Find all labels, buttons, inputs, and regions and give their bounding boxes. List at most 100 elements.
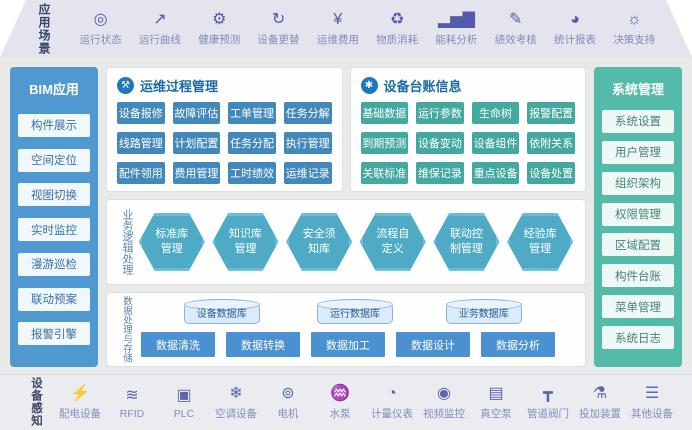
ledger-button-expiry-forecast[interactable]: 到期预测 bbox=[360, 132, 409, 155]
scenario-item-label: 运维费用 bbox=[316, 34, 359, 46]
ops-button-line-management[interactable]: 线路管理 bbox=[117, 132, 165, 155]
device-sensing-bar: 设备感知 ⚡ 配电设备 ≋ RFID ▣ PLC ❄ 空调设备 ⊚ 电机 bbox=[0, 374, 692, 430]
system-button-user-management[interactable]: 用户管理 bbox=[602, 140, 674, 164]
ledger-button-run-parameters[interactable]: 运行参数 bbox=[416, 102, 464, 125]
scenario-bar-title: 应用场景 bbox=[37, 2, 51, 55]
power-distribution-icon: ⚡ bbox=[70, 385, 90, 402]
motor-icon: ⊚ bbox=[281, 385, 295, 402]
device-item-rfid[interactable]: ≋ RFID bbox=[110, 386, 154, 420]
recycle-icon: ♻ bbox=[389, 11, 405, 28]
scenario-item-run-status[interactable]: ◎ 运行状态 bbox=[79, 10, 123, 47]
ledger-button-life-tree[interactable]: 生命树 bbox=[471, 102, 520, 125]
system-button-menu-management[interactable]: 菜单管理 bbox=[602, 295, 674, 319]
ops-button-fault-assessment[interactable]: 故障评估 bbox=[172, 102, 221, 125]
snowflake-icon: ❄ bbox=[229, 385, 243, 402]
middle-column: ⚒ 运维过程管理 设备报修 故障评估 工单管理 任务分解 线路管理 计划配置 任… bbox=[106, 67, 586, 367]
hexagon-safety-notice-library[interactable]: 安全须知库 bbox=[286, 212, 353, 271]
device-item-air-conditioning[interactable]: ❄ 空调设备 bbox=[214, 384, 258, 421]
ops-button-om-records[interactable]: 运维记录 bbox=[283, 162, 332, 185]
device-item-video-surveillance[interactable]: ◉ 视频监控 bbox=[422, 384, 466, 421]
bim-button-spatial-positioning[interactable]: 空间定位 bbox=[18, 148, 90, 172]
device-item-water-pump[interactable]: ♒ 水泵 bbox=[318, 384, 362, 421]
data-button-analysis[interactable]: 数据分析 bbox=[481, 332, 555, 357]
scenario-item-run-curve[interactable]: ↗ 运行曲线 bbox=[138, 10, 182, 47]
bim-button-view-switch[interactable]: 视图切换 bbox=[18, 183, 90, 207]
hexagon-standard-library[interactable]: 标准库管理 bbox=[138, 212, 205, 271]
ledger-button-equipment-change[interactable]: 设备变动 bbox=[416, 132, 464, 155]
application-scenario-bar: 应用场景 ◎ 运行状态 ↗ 运行曲线 ⚙ 健康预测 ↻ 设备更替 ¥ 运维费用 bbox=[0, 0, 692, 57]
ops-button-plan-config[interactable]: 计划配置 bbox=[172, 132, 221, 155]
data-button-design[interactable]: 数据设计 bbox=[396, 332, 470, 357]
system-button-component-ledger[interactable]: 构件台账 bbox=[602, 264, 674, 288]
hexagon-experience-library[interactable]: 经验库管理 bbox=[507, 212, 574, 271]
scenario-item-om-cost[interactable]: ¥ 运维费用 bbox=[316, 10, 360, 47]
scenario-item-health-forecast[interactable]: ⚙ 健康预测 bbox=[197, 10, 241, 47]
device-item-label: 投加装置 bbox=[579, 408, 621, 420]
scenario-item-label: 设备更替 bbox=[257, 34, 300, 46]
system-button-settings[interactable]: 系统设置 bbox=[602, 109, 674, 133]
ledger-button-key-equipment[interactable]: 重点设备 bbox=[471, 162, 520, 185]
ledger-button-maintenance-records[interactable]: 维保记录 bbox=[416, 162, 464, 185]
ops-button-parts-requisition[interactable]: 配件领用 bbox=[117, 162, 165, 185]
hexagon-knowledge-library[interactable]: 知识库管理 bbox=[212, 212, 279, 271]
device-item-label: 视频监控 bbox=[423, 408, 465, 420]
system-panel-buttons: 系统设置 用户管理 组织架构 权限管理 区域配置 构件台账 菜单管理 系统日志 bbox=[594, 102, 682, 357]
lightbulb-icon: ☼ bbox=[626, 11, 642, 28]
hexagon-linkage-control[interactable]: 联动控制管理 bbox=[433, 212, 500, 271]
data-button-conversion[interactable]: 数据转换 bbox=[226, 332, 300, 357]
device-item-vacuum-pump[interactable]: ▤ 真空泵 bbox=[474, 384, 518, 421]
system-button-region-config[interactable]: 区域配置 bbox=[602, 233, 674, 257]
ledger-button-alarm-config[interactable]: 报警配置 bbox=[527, 102, 575, 125]
system-button-permissions[interactable]: 权限管理 bbox=[602, 202, 674, 226]
ops-button-work-order[interactable]: 工单管理 bbox=[228, 102, 276, 125]
hexagon-process-customization[interactable]: 流程自定义 bbox=[359, 212, 426, 271]
ops-button-labor-performance[interactable]: 工时绩效 bbox=[228, 162, 276, 185]
system-button-org-structure[interactable]: 组织架构 bbox=[602, 171, 674, 195]
ops-button-task-decompose[interactable]: 任务分解 bbox=[283, 102, 332, 125]
data-buttons-row: 数据清洗 数据转换 数据加工 数据设计 数据分析 bbox=[141, 332, 555, 357]
scenario-item-performance-appraisal[interactable]: ✎ 绩效考核 bbox=[494, 10, 538, 47]
bim-panel-buttons: 构件展示 空间定位 视图切换 实时监控 漫游巡检 联动预案 报警引擎 bbox=[10, 102, 98, 357]
bim-button-component-display[interactable]: 构件展示 bbox=[18, 113, 90, 137]
scenario-item-energy-analysis[interactable]: ▂▅▇ 能耗分析 bbox=[434, 10, 478, 47]
scenario-item-material-consumption[interactable]: ♻ 物质消耗 bbox=[375, 10, 419, 47]
refresh-icon: ↻ bbox=[271, 11, 286, 28]
hexagon-modules: 标准库管理 知识库管理 安全须知库 流程自定义 联动控制管理 bbox=[135, 212, 577, 271]
ledger-button-equipment-disposal[interactable]: 设备处置 bbox=[527, 162, 575, 185]
device-item-label: 水泵 bbox=[329, 408, 351, 420]
ops-button-equipment-repair[interactable]: 设备报修 bbox=[117, 102, 165, 125]
bim-button-linkage-plan[interactable]: 联动预案 bbox=[18, 287, 90, 311]
gear-badge-icon: ✱ bbox=[360, 77, 378, 94]
ops-button-cost-management[interactable]: 费用管理 bbox=[172, 162, 221, 185]
run-status-icon: ◎ bbox=[93, 11, 108, 28]
scenario-item-statistical-report[interactable]: ◕ 统计报表 bbox=[553, 10, 597, 47]
data-button-processing[interactable]: 数据加工 bbox=[311, 332, 385, 357]
ledger-button-related-standards[interactable]: 关联标准 bbox=[360, 162, 409, 185]
device-item-other-devices[interactable]: ☰ 其他设备 bbox=[630, 384, 674, 421]
device-item-metering[interactable]: ◔ 计量仪表 bbox=[370, 384, 414, 421]
bim-button-realtime-monitor[interactable]: 实时监控 bbox=[18, 218, 90, 241]
device-item-plc[interactable]: ▣ PLC bbox=[162, 386, 206, 420]
device-item-pipe-valve[interactable]: ┳ 管道阀门 bbox=[526, 384, 570, 421]
ops-button-execution[interactable]: 执行管理 bbox=[283, 132, 332, 155]
ledger-panel-title: 设备台账信息 bbox=[383, 79, 462, 94]
scenario-item-equipment-replacement[interactable]: ↻ 设备更替 bbox=[257, 10, 301, 47]
device-item-power-distribution[interactable]: ⚡ 配电设备 bbox=[58, 384, 102, 421]
device-item-motor[interactable]: ⊚ 电机 bbox=[266, 384, 310, 421]
device-item-dosing-device[interactable]: ⚗ 投加装置 bbox=[578, 384, 622, 421]
scenario-item-decision-support[interactable]: ☼ 决策支持 bbox=[612, 10, 656, 47]
ops-button-task-assign[interactable]: 任务分配 bbox=[228, 132, 276, 155]
data-button-cleaning[interactable]: 数据清洗 bbox=[141, 332, 215, 357]
ops-process-panel: ⚒ 运维过程管理 设备报修 故障评估 工单管理 任务分解 线路管理 计划配置 任… bbox=[106, 67, 343, 193]
ledger-button-basic-data[interactable]: 基础数据 bbox=[360, 102, 409, 125]
bim-button-alarm-engine[interactable]: 报警引擎 bbox=[18, 322, 90, 346]
device-item-label: RFID bbox=[119, 407, 145, 420]
plc-controller-icon: ▣ bbox=[176, 386, 192, 404]
ledger-button-equipment-parts[interactable]: 设备组件 bbox=[471, 132, 520, 155]
system-button-system-log[interactable]: 系统日志 bbox=[602, 326, 674, 349]
data-processing-label: 数据处理与存储 bbox=[121, 295, 132, 363]
bim-button-roam-inspection[interactable]: 漫游巡检 bbox=[18, 252, 90, 276]
tools-icon: ⚒ bbox=[117, 77, 134, 94]
ledger-button-attachment-relation[interactable]: 依附关系 bbox=[527, 132, 575, 155]
system-panel-title: 系统管理 bbox=[611, 82, 664, 97]
